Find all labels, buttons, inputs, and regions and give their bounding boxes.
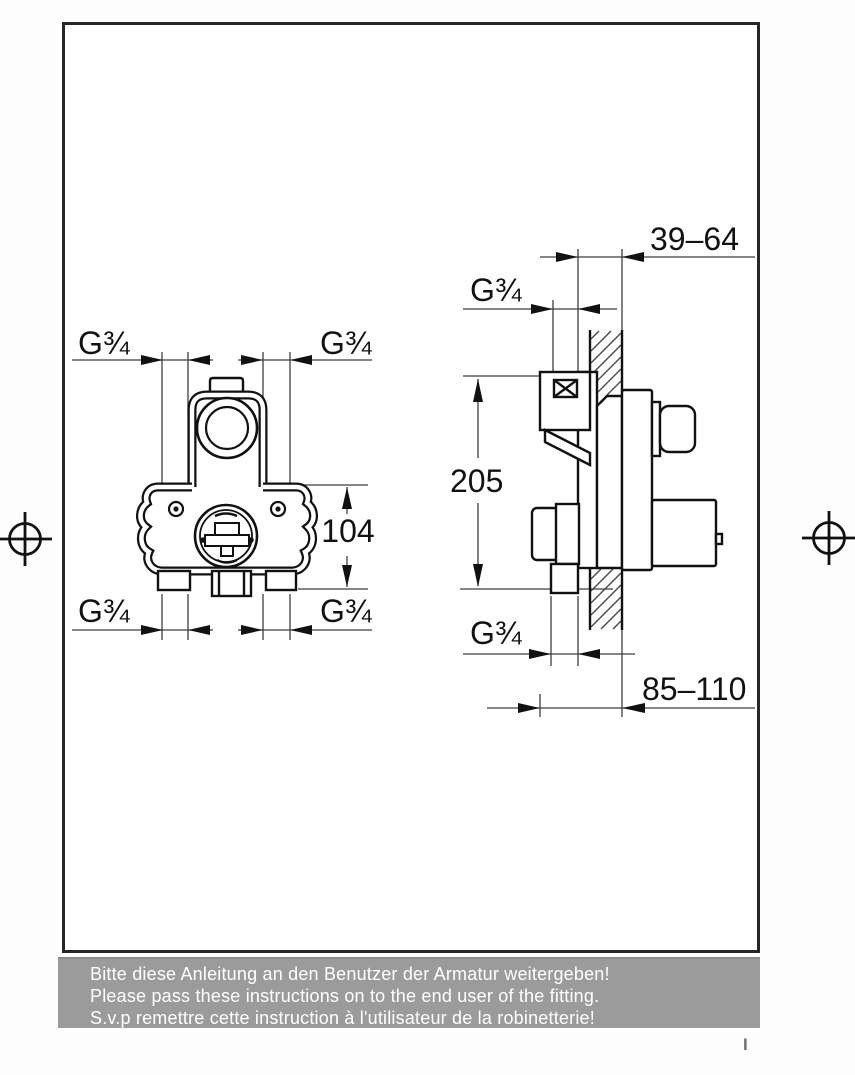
notice-line-french: S.v.p remettre cette instruction à l'uti…	[90, 1008, 595, 1028]
page-marker: I	[743, 1035, 748, 1054]
dim-label-port-spacing-104: 104	[321, 513, 375, 549]
front-view-dimension-arrows	[141, 355, 352, 635]
dim-label-mounting-height-205: 205	[450, 463, 504, 499]
dim-label-front-bottom-left-port: G¾	[78, 593, 130, 629]
dim-label-front-top-right-port: G¾	[320, 325, 372, 361]
handover-notice-banner: Bitte diese Anleitung an den Benutzer de…	[58, 957, 760, 1028]
cartridge-detail	[193, 503, 259, 569]
dim-label-front-bottom-right-port: G¾	[320, 593, 372, 629]
dim-label-front-top-left-port: G¾	[78, 325, 130, 361]
side-view-dimension-arrows	[473, 252, 645, 713]
front-view-drawing	[72, 352, 372, 640]
dim-label-depth-85-110: 85–110	[642, 671, 747, 707]
front-view-bottom-ports	[156, 569, 298, 598]
dim-label-side-top-port: G¾	[470, 272, 522, 308]
dim-label-side-bottom-port: G¾	[470, 615, 522, 651]
dim-label-wall-depth-39-64: 39–64	[650, 221, 739, 257]
registration-mark-right-icon	[802, 511, 855, 565]
side-view-drawing	[460, 249, 755, 717]
registration-mark-left-icon	[0, 512, 52, 566]
valve-side-outline	[530, 370, 724, 595]
notice-line-english: Please pass these instructions on to the…	[90, 986, 600, 1006]
notice-line-german: Bitte diese Anleitung an den Benutzer de…	[90, 964, 610, 984]
wall-hatching	[590, 330, 622, 630]
